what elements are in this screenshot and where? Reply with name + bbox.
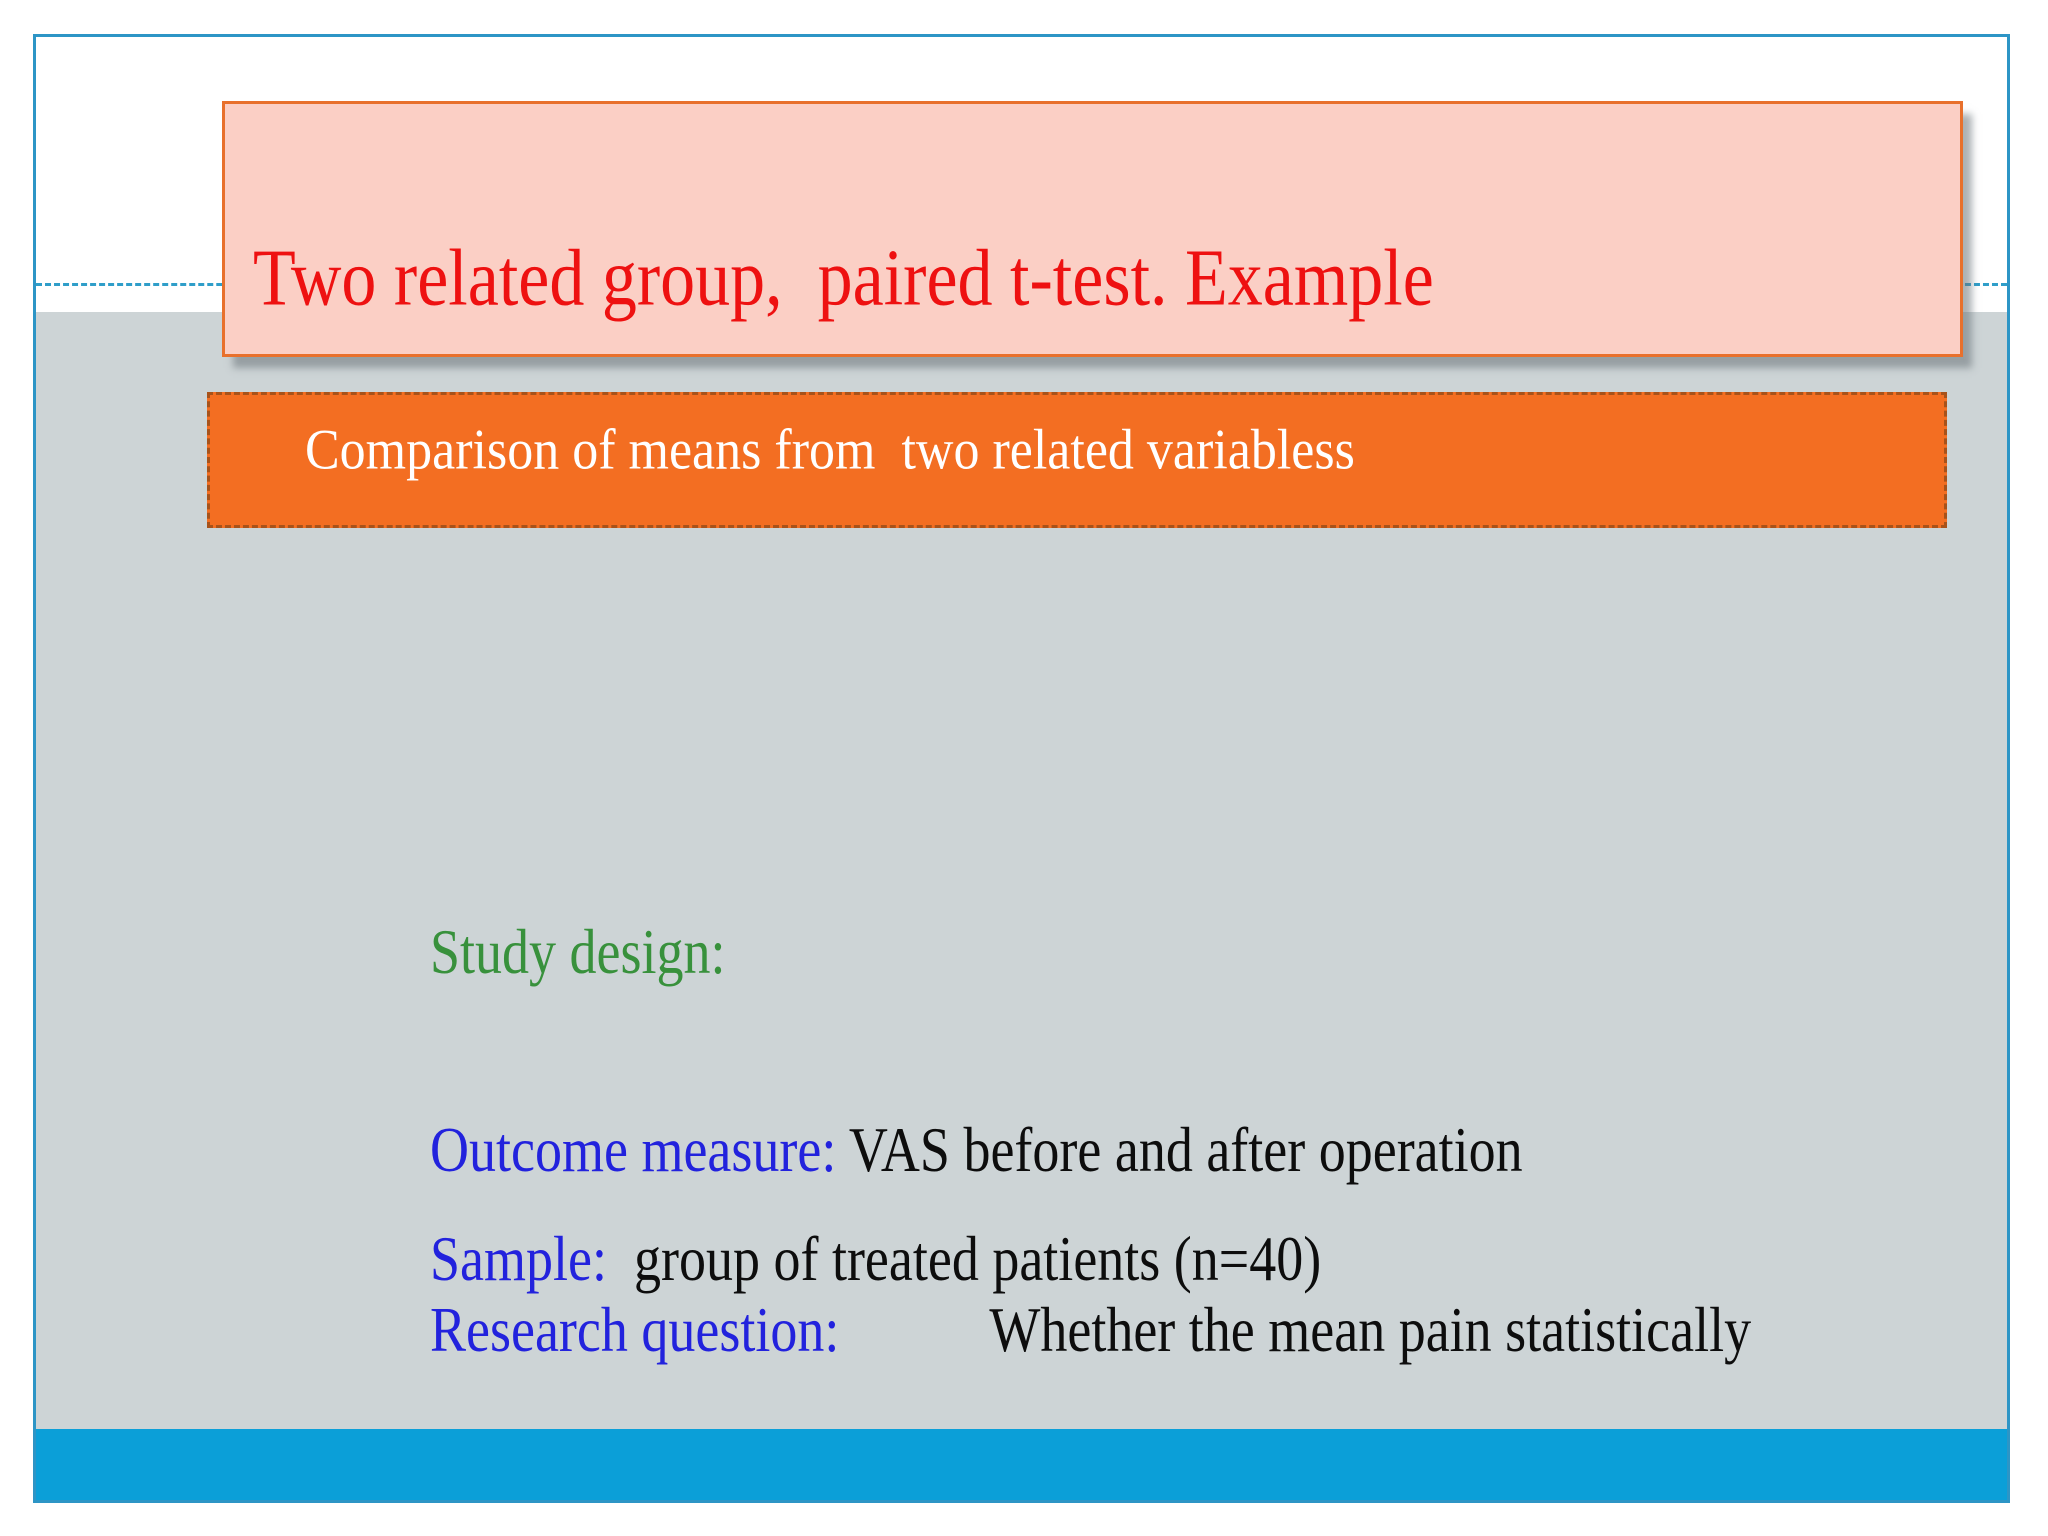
- sample-line: Sample: group of treated patients (n=40): [322, 1167, 1321, 1351]
- title-box: Two related group, paired t-test. Exampl…: [222, 101, 1963, 357]
- bottom-accent-bar: [36, 1429, 2007, 1500]
- slide: Two related group, paired t-test. Exampl…: [33, 34, 2010, 1503]
- slide-subtitle: Comparison of means from two related var…: [305, 418, 1355, 482]
- outcome-measure-block: Outcome measure: VAS before and after op…: [322, 935, 1523, 1365]
- research-question-label: Research question:: [430, 1294, 840, 1365]
- sample-text: group of treated patients (n=40): [606, 1223, 1322, 1294]
- study-design-block: Study design: Sample: group of treated p…: [322, 737, 1321, 1473]
- research-question-line-1: Research question: Whether the mean pain …: [322, 1227, 1782, 1432]
- outcome-measure-label: Outcome measure:: [430, 1114, 837, 1186]
- sample-label: Sample:: [430, 1223, 607, 1294]
- subtitle-box: Comparison of means from two related var…: [207, 392, 1947, 528]
- study-design-label: Study design:: [430, 916, 726, 988]
- slide-title: Two related group, paired t-test. Exampl…: [253, 234, 1434, 323]
- research-question-text-line-1: Whether the mean pain statistically: [989, 1294, 1752, 1365]
- study-design-line: Study design:: [322, 860, 1321, 1044]
- research-question-block: Research question: Whether the mean pain …: [322, 1090, 1782, 1500]
- outcome-measure-line: Outcome measure: VAS before and after op…: [322, 1058, 1523, 1242]
- outcome-measure-text: VAS before and after operation: [836, 1114, 1523, 1186]
